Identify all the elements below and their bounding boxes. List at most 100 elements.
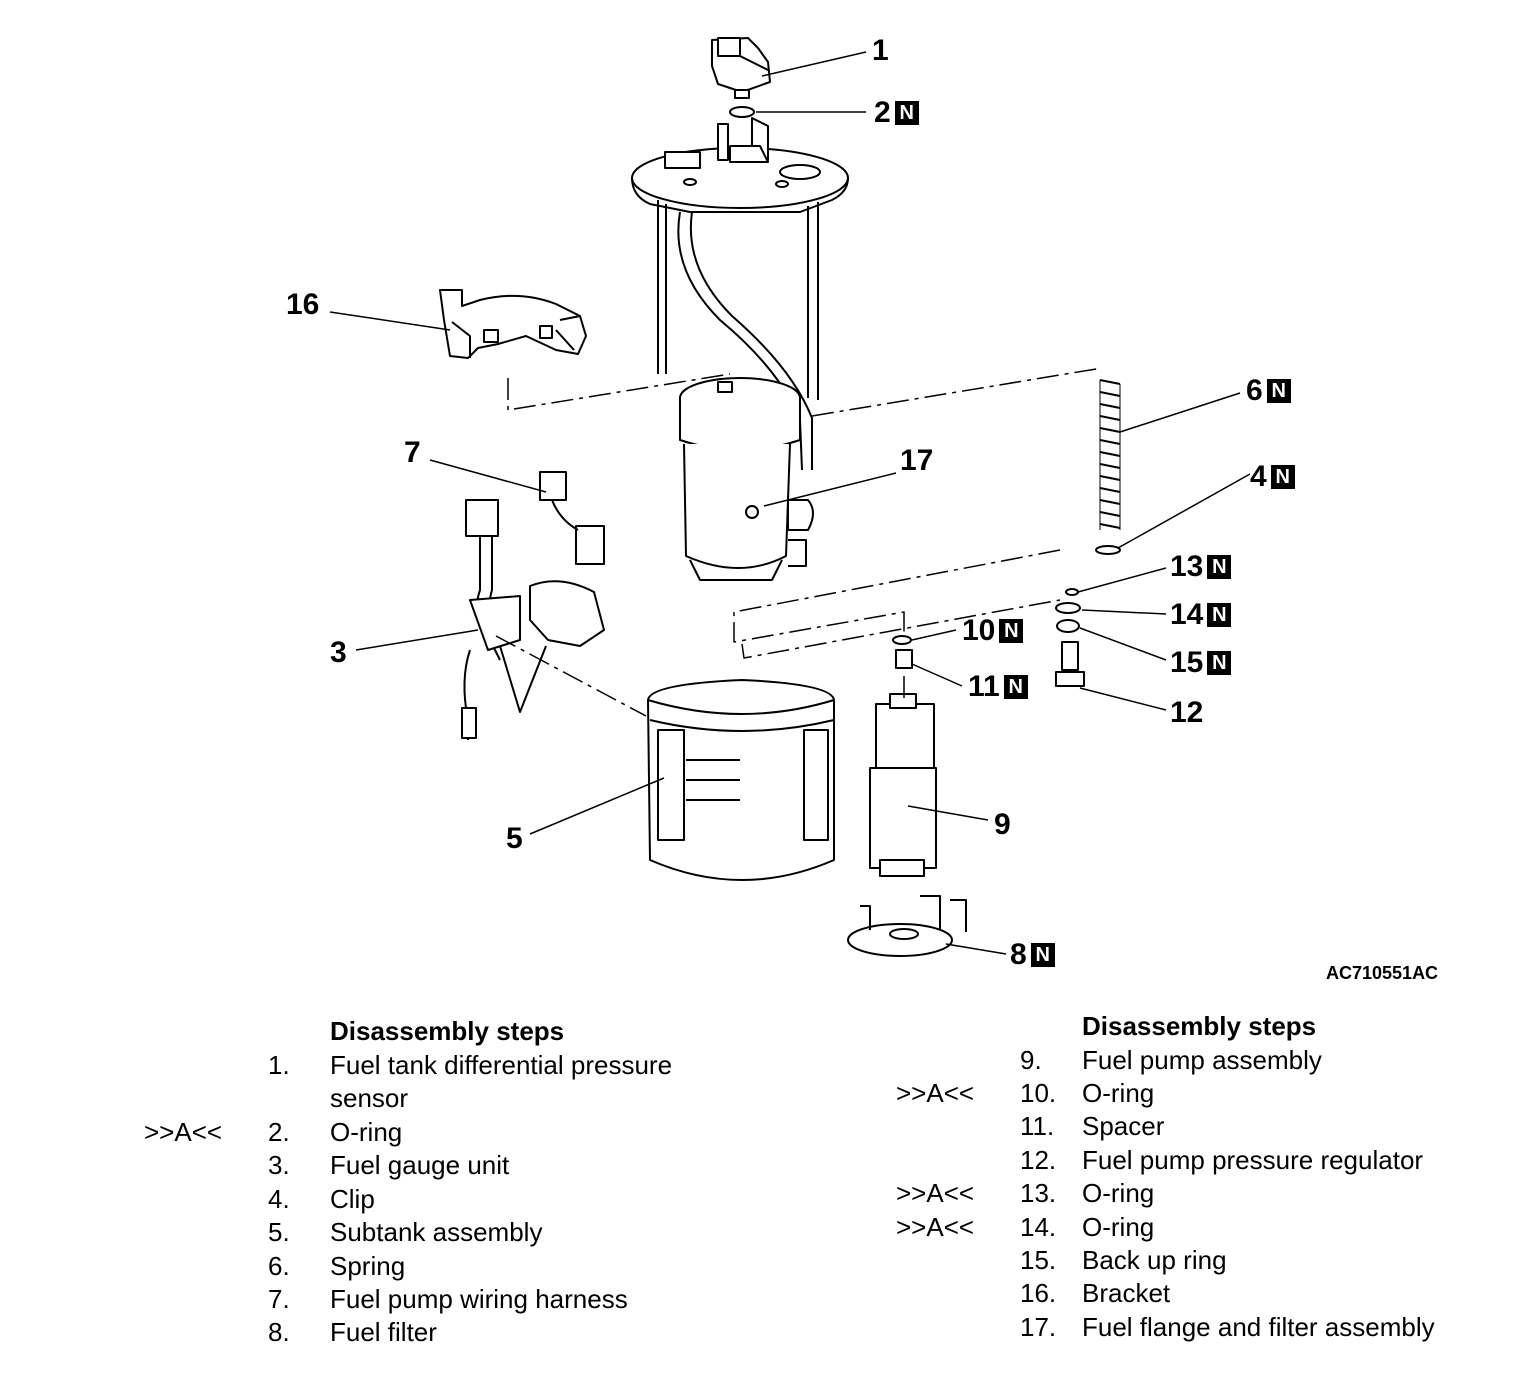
new-part-badge: N	[1207, 555, 1232, 579]
pressure-sensor-part	[711, 37, 771, 99]
step-text: Fuel gauge unit	[330, 1150, 510, 1180]
new-part-badge: N	[1207, 603, 1232, 627]
step-number: 11.	[1020, 1111, 1055, 1141]
callout-number: 10	[962, 614, 996, 647]
figure-reference-code: AC710551AC	[1326, 963, 1439, 983]
step-text: O-ring	[330, 1117, 403, 1147]
step-text: Subtank assembly	[330, 1217, 543, 1247]
step-text: O-ring	[1082, 1078, 1155, 1108]
step-number: 6.	[268, 1251, 290, 1281]
callout-number: 11	[968, 670, 1000, 703]
callout-number: 12	[1170, 696, 1204, 729]
step-number: 3.	[268, 1150, 290, 1180]
callout-number: 4	[1250, 460, 1267, 493]
callout-9: 9	[994, 810, 1011, 840]
steps-title: Disassembly steps	[330, 1016, 565, 1046]
step-number: 10.	[1020, 1078, 1057, 1108]
step-text: Clip	[330, 1184, 375, 1214]
step-number: 17.	[1020, 1312, 1057, 1342]
callout-12: 12	[1170, 698, 1203, 728]
new-part-badge: N	[1003, 675, 1028, 699]
callout-7: 7	[404, 438, 421, 468]
callout-5: 5	[506, 824, 523, 854]
step-mark: >>A<<	[896, 1178, 975, 1208]
fuel-filter-part	[847, 895, 967, 957]
step-text: Fuel pump wiring harness	[330, 1284, 628, 1314]
step-number: 13.	[1020, 1178, 1057, 1208]
callout-number: 16	[286, 288, 320, 321]
step-text: Back up ring	[1082, 1245, 1227, 1275]
step-number: 4.	[268, 1184, 290, 1214]
callout-number: 14	[1170, 598, 1204, 631]
step-text: Fuel pump assembly	[1082, 1045, 1322, 1075]
callout-number: 1	[872, 34, 889, 67]
callout-number: 13	[1170, 550, 1204, 583]
exploded-view-diagram	[329, 37, 1251, 957]
step-number: 7.	[268, 1284, 290, 1314]
step-text: Fuel pump pressure regulator	[1082, 1145, 1424, 1175]
step-number: 14.	[1020, 1212, 1057, 1242]
callout-number: 15	[1170, 646, 1204, 679]
callout-17: 17	[900, 446, 933, 476]
step-mark: >>A<<	[896, 1078, 975, 1108]
new-part-badge: N	[1270, 465, 1295, 489]
o-ring-part	[729, 106, 755, 118]
subtank-part	[647, 679, 835, 881]
step-text: O-ring	[1082, 1178, 1155, 1208]
spacer-part	[895, 649, 913, 669]
step-text: Spacer	[1082, 1111, 1165, 1141]
callout-number: 2	[874, 96, 891, 129]
spring-part	[1099, 379, 1121, 530]
new-part-badge: N	[894, 101, 919, 125]
step-number: 15.	[1020, 1245, 1057, 1275]
step-text: Fuel tank differential pressure	[330, 1050, 673, 1080]
o-ring-10-part	[892, 635, 912, 645]
callout-number: 5	[506, 822, 523, 855]
new-part-badge: N	[1207, 651, 1232, 675]
new-part-badge: N	[1030, 943, 1055, 967]
callout-number: 8	[1010, 938, 1027, 971]
filter-canister-part	[679, 377, 814, 581]
step-text: sensor	[330, 1083, 409, 1113]
step-number: 9.	[1020, 1045, 1042, 1075]
back-up-ring-part	[1056, 619, 1080, 633]
new-part-badge: N	[1266, 379, 1291, 403]
callout-1: 1	[872, 36, 889, 66]
clip-part	[1095, 545, 1121, 555]
fuel-flange-part	[631, 117, 849, 471]
callout-3: 3	[330, 638, 347, 668]
callout-number: 7	[404, 436, 421, 469]
step-mark: >>A<<	[144, 1117, 223, 1147]
fuel-gauge-unit-part	[461, 499, 605, 740]
step-number: 8.	[268, 1317, 290, 1347]
bracket-part	[439, 289, 587, 359]
step-mark: >>A<<	[896, 1212, 975, 1242]
callout-number: 6	[1246, 374, 1263, 407]
step-text: O-ring	[1082, 1212, 1155, 1242]
fuel-pump-part	[869, 693, 937, 877]
step-number: 5.	[268, 1217, 290, 1247]
wiring-harness-part	[539, 471, 605, 565]
step-number: 2.	[268, 1117, 290, 1147]
o-ring-13-part	[1065, 588, 1079, 596]
callout-number: 3	[330, 636, 347, 669]
step-text: Fuel filter	[330, 1317, 437, 1347]
step-number: 12.	[1020, 1145, 1057, 1175]
step-number: 1.	[268, 1050, 290, 1080]
callout-number: 17	[900, 444, 934, 477]
callout-16: 16	[286, 290, 319, 320]
step-number: 16.	[1020, 1278, 1057, 1308]
step-text: Spring	[330, 1251, 406, 1281]
steps-title: Disassembly steps	[1082, 1011, 1317, 1041]
step-text: Bracket	[1082, 1278, 1171, 1308]
o-ring-14-part	[1055, 602, 1081, 614]
step-text: Fuel flange and filter assembly	[1082, 1312, 1435, 1342]
